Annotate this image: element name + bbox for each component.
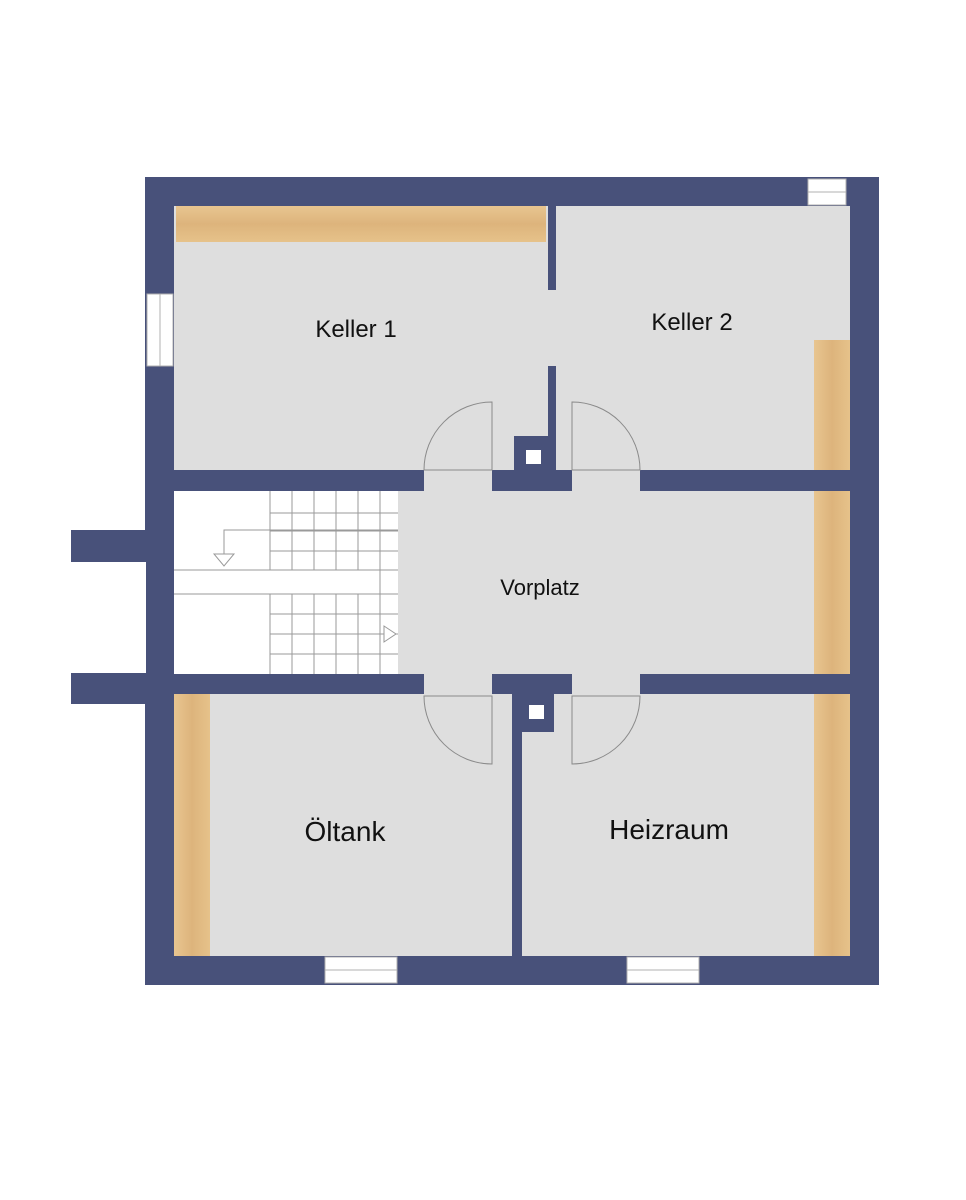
- keller-connection-floor: [544, 290, 560, 366]
- shelf-vorplatz: [814, 491, 850, 674]
- door-opening-heizraum: [572, 670, 640, 700]
- door-opening-keller1: [424, 466, 492, 496]
- door-arcs: [423, 401, 641, 765]
- windows: [146, 178, 847, 984]
- door-opening-keller2: [572, 466, 640, 496]
- door-opening-oeltank: [424, 670, 492, 700]
- staircase: [174, 491, 398, 674]
- shelf-keller1: [176, 206, 546, 242]
- label-vorplatz: Vorplatz: [500, 575, 580, 600]
- chimney-top-flue: [526, 450, 541, 464]
- label-oeltank: Öltank: [305, 816, 387, 847]
- label-heizraum: Heizraum: [609, 814, 729, 845]
- label-keller2: Keller 2: [651, 309, 732, 336]
- shelf-oeltank: [174, 694, 210, 956]
- shelf-keller2: [814, 340, 850, 470]
- entrance-stub-opening: [71, 562, 146, 673]
- shelves: [174, 206, 850, 956]
- label-keller1: Keller 1: [315, 316, 396, 343]
- chimney-bottom-flue: [529, 705, 544, 719]
- shelf-heizraum: [814, 694, 850, 956]
